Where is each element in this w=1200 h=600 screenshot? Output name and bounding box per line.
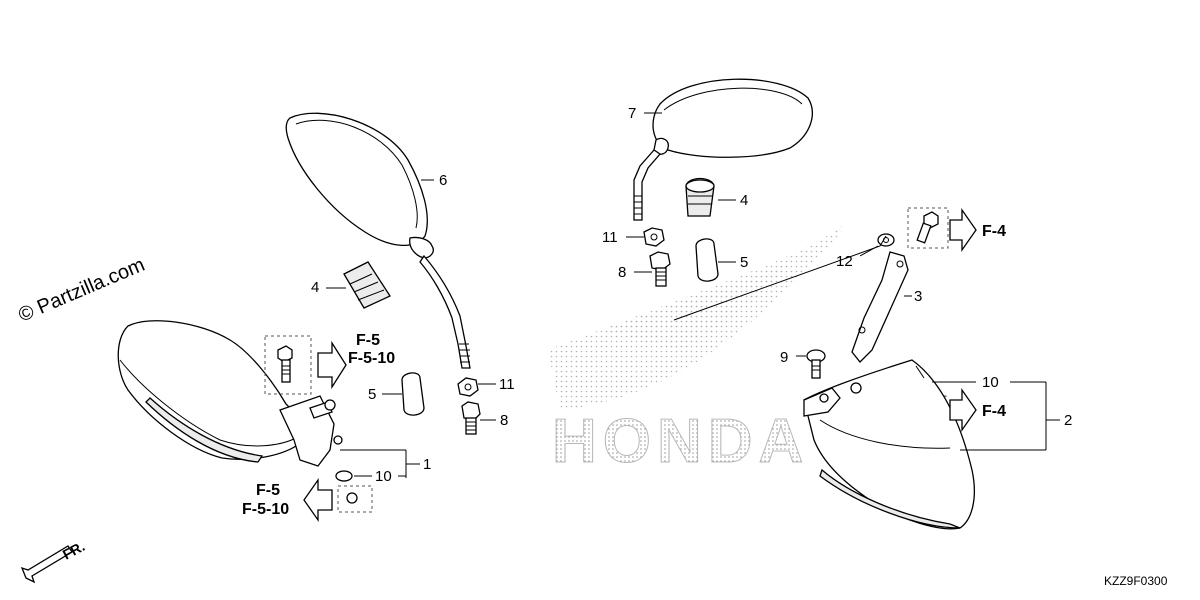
front-label: FR. — [60, 538, 87, 563]
callout-5-right: 5 — [740, 254, 748, 271]
callout-6: 6 — [439, 172, 447, 189]
left-lower-nut[interactable] — [335, 470, 373, 513]
callout-3: 3 — [914, 288, 922, 305]
callout-11-right: 11 — [602, 229, 618, 246]
screw-part-9[interactable] — [806, 349, 826, 379]
callout-4-left: 4 — [311, 279, 319, 296]
right-adapter-part-8[interactable] — [649, 251, 671, 287]
arrow-to-f4-lower[interactable] — [949, 387, 977, 433]
right-boot-part-4[interactable] — [685, 177, 715, 217]
left-handguard-part-1[interactable] — [117, 320, 343, 467]
left-leader-lines — [326, 179, 496, 478]
diagram-code: KZZ9F0300 — [1104, 574, 1168, 588]
callout-8-right: 8 — [618, 264, 626, 281]
arrow-to-f5-lower[interactable] — [303, 477, 333, 523]
right-cap-part-5[interactable] — [695, 238, 719, 282]
callout-2: 2 — [1064, 412, 1072, 429]
ref-f5-upper[interactable]: F-5 — [356, 332, 380, 349]
callout-4-right: 4 — [740, 192, 748, 209]
bracket-part-3[interactable] — [851, 251, 909, 363]
right-nut-part-11[interactable] — [643, 227, 665, 247]
callout-10-left: 10 — [375, 468, 392, 485]
arrow-to-f4-upper[interactable] — [949, 207, 977, 253]
callout-12: 12 — [836, 253, 853, 270]
watermark-text: © Partzilla.com — [15, 254, 148, 327]
callout-8-left: 8 — [500, 412, 508, 429]
honda-wing-logo: HONDA — [548, 222, 848, 477]
left-upper-bolt[interactable] — [264, 335, 312, 395]
callout-7: 7 — [628, 105, 636, 122]
ref-f5-lower[interactable]: F-5 — [256, 482, 280, 499]
right-mirror-part-7[interactable] — [633, 78, 813, 221]
left-cap-part-5[interactable] — [401, 372, 425, 416]
left-boot-part-4[interactable] — [343, 261, 391, 309]
ref-f5-10-upper[interactable]: F-5-10 — [348, 350, 395, 367]
ref-f4-lower[interactable]: F-4 — [982, 403, 1006, 420]
ref-f5-10-lower[interactable]: F-5-10 — [242, 501, 289, 518]
callout-10-right: 10 — [982, 374, 999, 391]
ref-f4-upper[interactable]: F-4 — [982, 223, 1006, 240]
left-mirror-part-6[interactable] — [285, 112, 471, 369]
honda-logo-text: HONDA — [552, 407, 809, 476]
right-leader-lines — [626, 112, 1060, 451]
right-handguard-part-2[interactable] — [803, 359, 975, 530]
left-adapter-part-8[interactable] — [461, 401, 481, 435]
arrow-to-f5-upper[interactable] — [317, 340, 347, 390]
callout-11-left: 11 — [499, 376, 515, 393]
callout-5-left: 5 — [368, 386, 376, 403]
right-upper-bolt[interactable] — [907, 207, 949, 249]
left-nut-part-11[interactable] — [457, 377, 479, 397]
callout-1: 1 — [423, 456, 431, 473]
callout-9: 9 — [780, 349, 788, 366]
front-direction-marker: FR. — [20, 538, 87, 584]
collar-part-12[interactable] — [877, 233, 895, 247]
